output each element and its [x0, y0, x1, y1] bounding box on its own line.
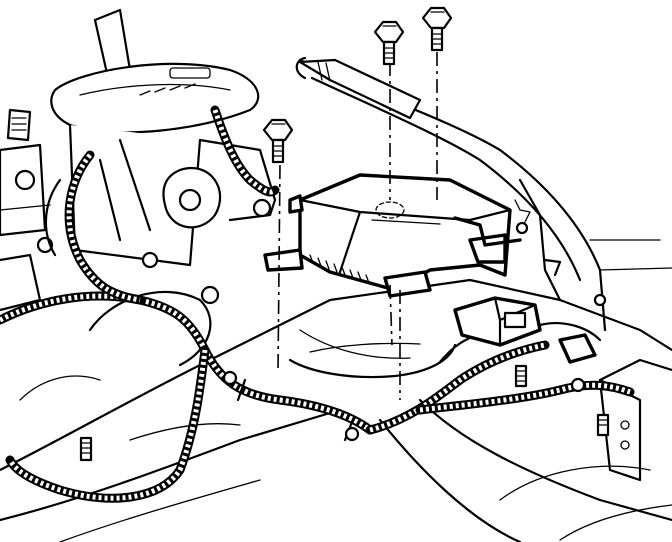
bolt-2 [421, 6, 453, 52]
parking-brake-handle [295, 56, 422, 120]
wiring-harness [0, 105, 635, 503]
harness-connector [438, 296, 602, 364]
alignment-lines [277, 52, 438, 400]
shifter-assembly [0, 8, 277, 312]
stud-left [79, 436, 93, 462]
stud-far-right [596, 413, 610, 437]
bolt-1 [373, 20, 405, 66]
bolt-3 [262, 118, 294, 164]
control-module [263, 173, 522, 298]
floor-pan [0, 278, 672, 542]
stud-right [514, 364, 528, 388]
harness-clips [222, 199, 607, 442]
